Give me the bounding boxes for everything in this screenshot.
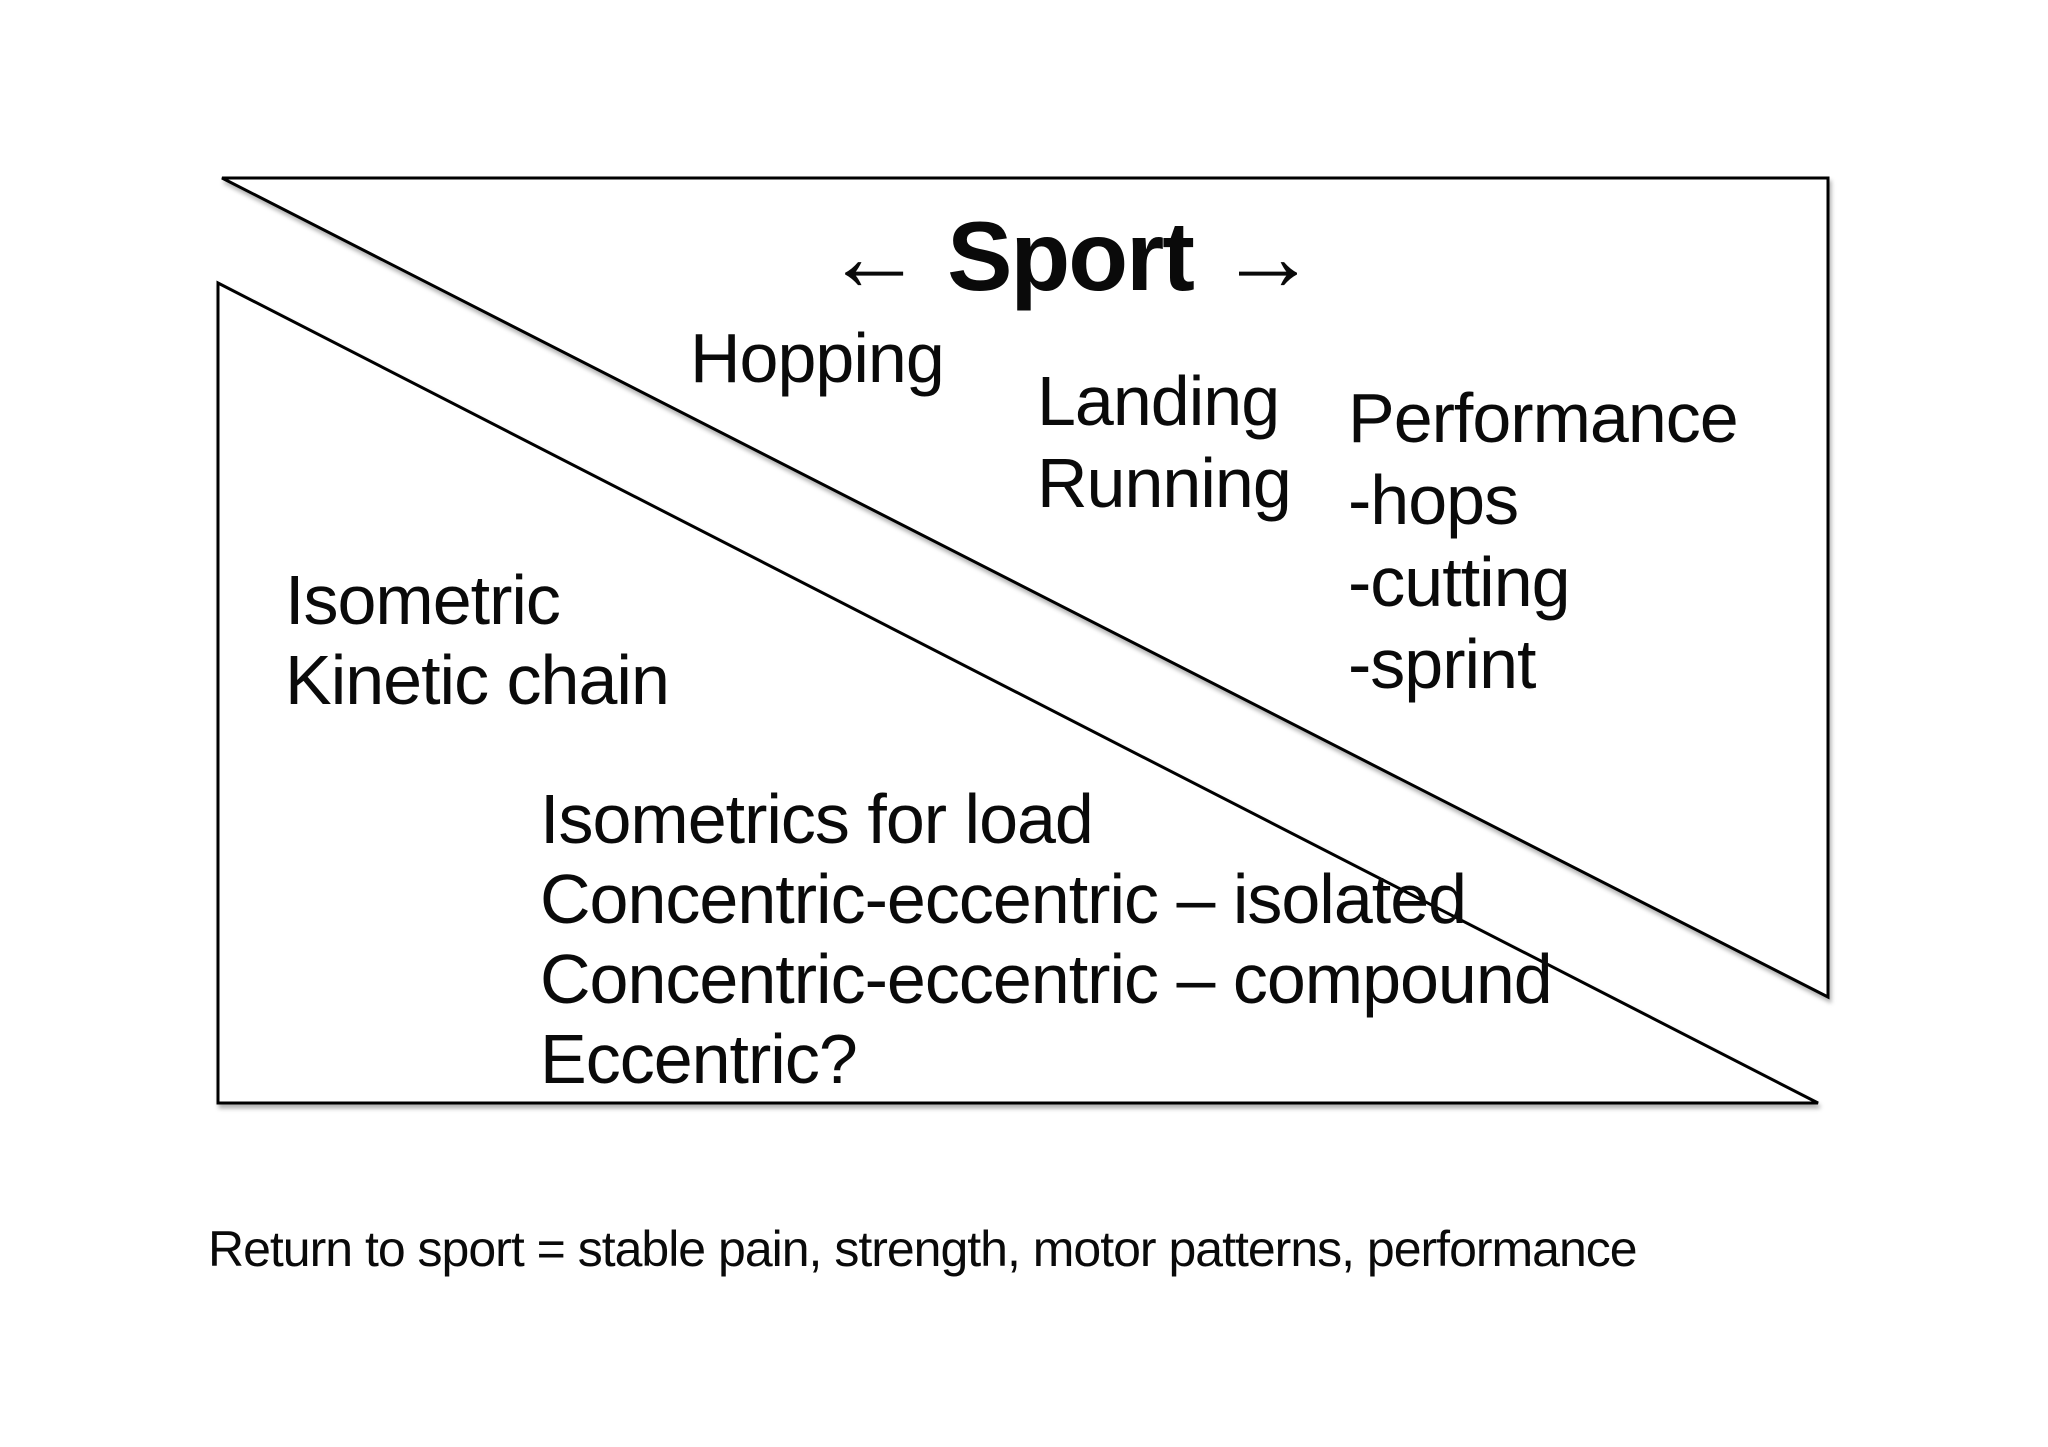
label-performance-block: Performance -hops -cutting -sprint (1348, 377, 1739, 705)
label-performance-item: -hops (1348, 461, 1519, 539)
sport-axis-label: Sport (947, 201, 1195, 311)
return-to-sport-caption: Return to sport = stable pain, strength,… (208, 1221, 1638, 1277)
progression-line: Concentric-eccentric – compound (540, 940, 1553, 1018)
label-kinetic-chain: Kinetic chain (285, 641, 670, 719)
label-running: Running (1037, 444, 1292, 522)
label-landing: Landing (1037, 362, 1280, 440)
sport-axis-title: ←Sport→ (630, 198, 1510, 316)
label-progression-block: Isometrics for load Concentric-eccentric… (540, 779, 1553, 1099)
label-isometric: Isometric (285, 561, 561, 639)
right-arrow-icon: → (1218, 201, 1317, 311)
label-landing-running: Landing Running (1037, 360, 1292, 524)
left-arrow-icon: ← (825, 201, 923, 311)
progression-line: Concentric-eccentric – isolated (540, 860, 1467, 938)
label-performance: Performance (1348, 379, 1739, 457)
progression-line: Eccentric? (540, 1020, 858, 1098)
label-isometric-block: Isometric Kinetic chain (285, 560, 670, 720)
upper-triangle-shape (221, 176, 1830, 1000)
label-performance-item: -cutting (1348, 543, 1571, 621)
progression-line: Isometrics for load (540, 780, 1094, 858)
lower-triangle-shape (216, 280, 1819, 1105)
label-performance-item: -sprint (1348, 625, 1536, 703)
label-hopping: Hopping (690, 319, 945, 397)
